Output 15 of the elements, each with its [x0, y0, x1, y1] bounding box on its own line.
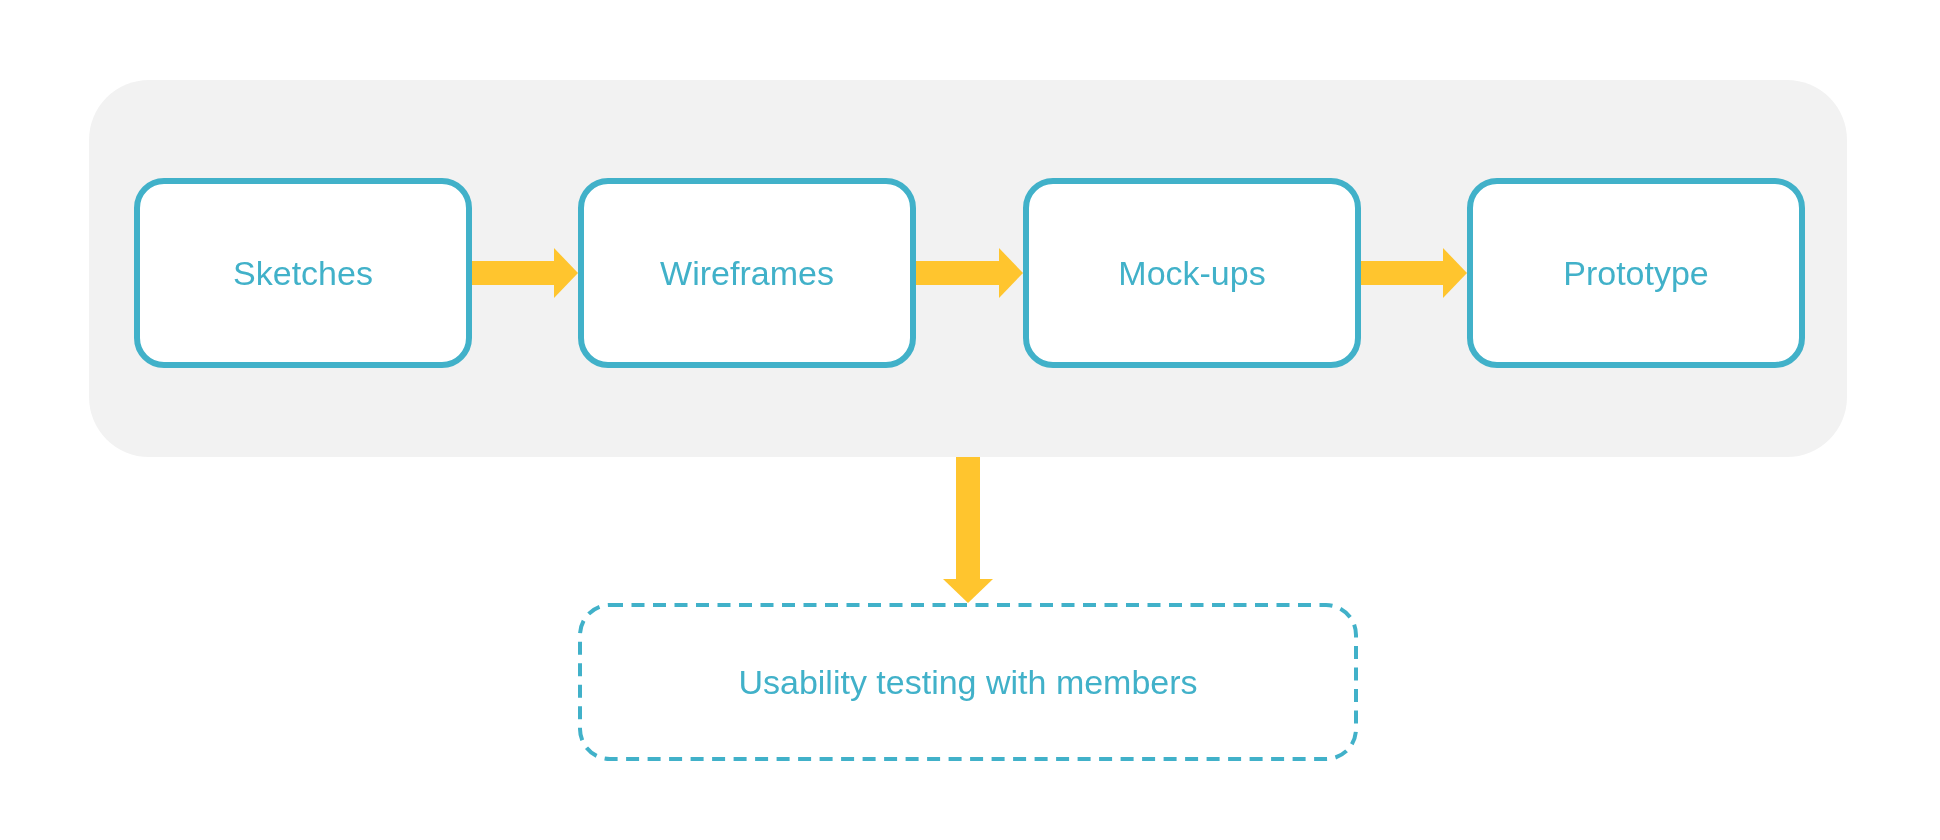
- box-label: Wireframes: [660, 252, 834, 294]
- box-label: Usability testing with members: [738, 661, 1198, 703]
- panel-background: [89, 80, 1847, 457]
- process-box: [134, 178, 472, 368]
- arrow: [916, 248, 1023, 298]
- box-label: Prototype: [1563, 252, 1709, 294]
- process-box: [1467, 178, 1805, 368]
- process-box: [578, 178, 916, 368]
- arrow: [943, 457, 993, 603]
- box-label: Mock-ups: [1118, 252, 1266, 294]
- process-box: [1023, 178, 1361, 368]
- process-box: [578, 603, 1358, 761]
- arrow: [472, 248, 578, 298]
- arrow: [1361, 248, 1467, 298]
- box-label: Sketches: [233, 252, 373, 294]
